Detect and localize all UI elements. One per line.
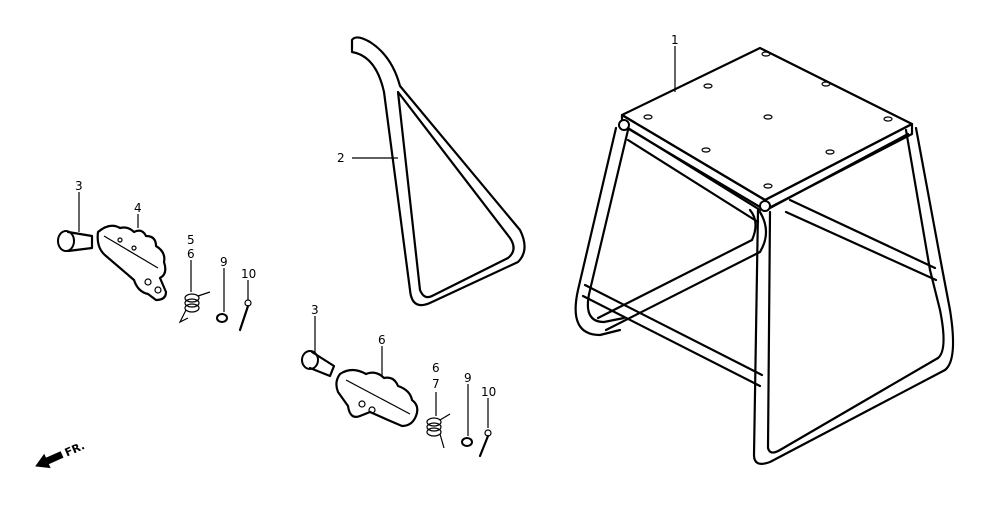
callout-7: 7 [432,377,440,391]
callout-6-lower: 6 [378,333,386,347]
pin-10-lower [478,429,492,458]
spring-5 [178,291,211,324]
callout-6-upper: 6 [187,247,195,261]
callout-1: 1 [671,33,679,47]
front-direction-indicator: FR. [35,439,87,469]
front-label: FR. [63,439,87,459]
callout-10-lower: 10 [481,385,496,399]
step-assembly-upper [57,192,252,332]
front-arrow-icon [35,451,64,469]
step-assembly-lower [301,316,492,458]
callout-10-upper: 10 [241,267,256,281]
callout-4: 4 [134,201,142,215]
callout-5: 5 [187,233,195,247]
bolt-3-lower [301,350,336,378]
callout-9-lower: 9 [464,371,472,385]
step-6 [335,368,419,428]
callout-3-upper: 3 [75,179,83,193]
spring-7 [426,413,451,449]
bolt-3-upper [57,230,94,253]
pin-10-upper [238,299,252,332]
plate-holes [643,51,893,189]
washer-9-lower [461,437,473,447]
callout-6-lower-b: 6 [432,361,440,375]
callout-2: 2 [337,151,345,165]
side-bar [350,36,526,307]
washer-9-upper [216,313,228,323]
stand-frame [574,46,955,465]
callout-3-lower: 3 [311,303,319,317]
callout-9-upper: 9 [220,255,228,269]
step-4 [96,224,168,302]
